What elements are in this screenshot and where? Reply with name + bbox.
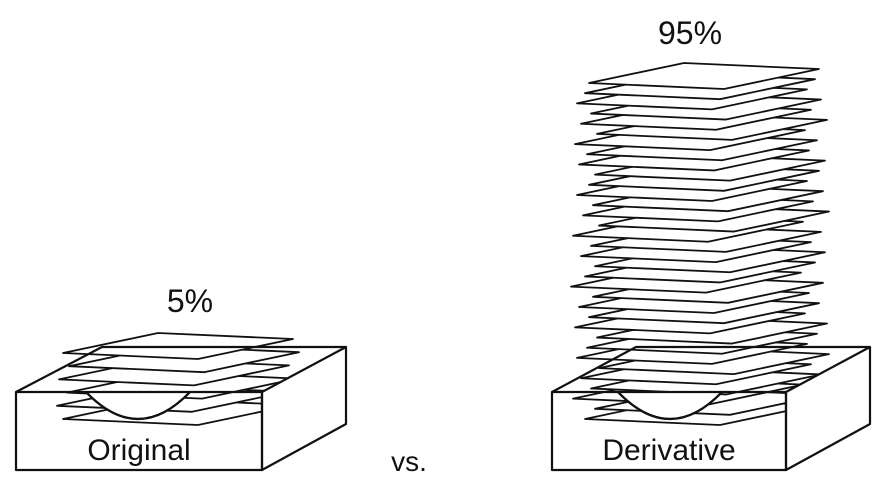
derivative-tray-label: Derivative: [602, 434, 735, 467]
original-tray-label: Original: [87, 434, 190, 467]
tray-front-face: [550, 390, 788, 472]
tray-top-rim: [15, 345, 346, 393]
original-inbox-tray: Original: [14, 345, 348, 472]
tray-front-face: [14, 390, 264, 472]
derivative-inbox-tray: Derivative: [550, 345, 872, 472]
right-paper-stack: [570, 62, 830, 426]
tray-top-rim: [551, 345, 870, 393]
original-percent-label: 5%: [167, 283, 213, 319]
derivative-percent-label: 95%: [658, 15, 722, 51]
paper-sheet: [588, 62, 820, 90]
versus-text: vs.: [391, 446, 427, 477]
